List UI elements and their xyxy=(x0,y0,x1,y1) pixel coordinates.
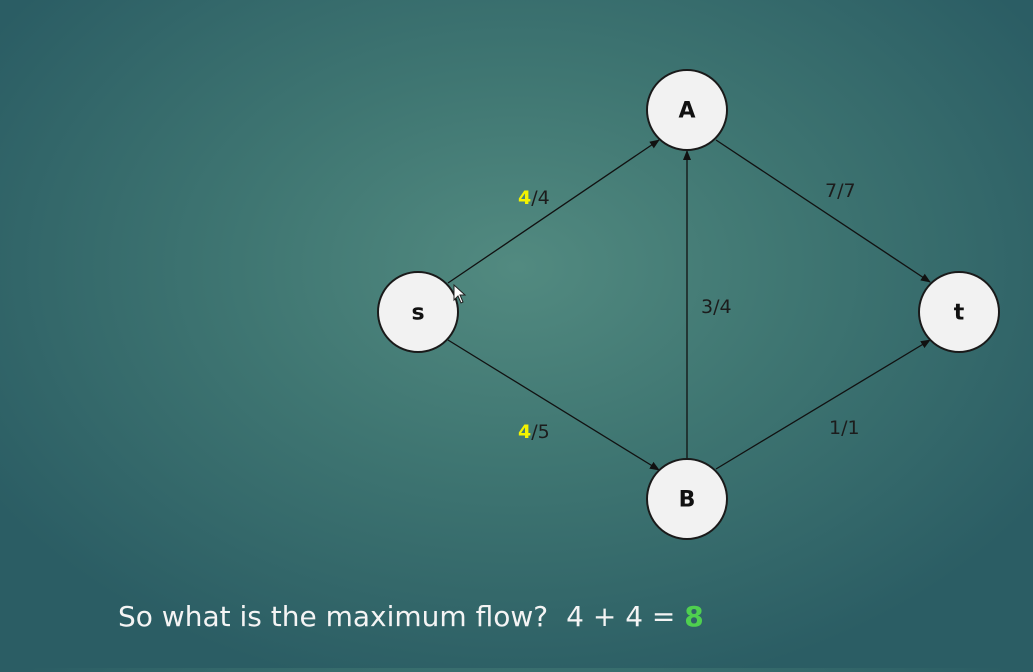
question-line: So what is the maximum flow? 4 + 4 = 8 xyxy=(118,600,704,633)
edge-label-b-a: 3/4 xyxy=(701,296,732,318)
node-s-label: s xyxy=(411,301,424,326)
node-b: B xyxy=(646,458,728,540)
edge-capacity-s-b: /5 xyxy=(531,421,550,443)
edge-flow-s-b: 4 xyxy=(518,421,531,443)
question-answer: 8 xyxy=(684,600,704,633)
mouse-pointer-icon xyxy=(453,284,467,304)
node-s: s xyxy=(377,271,459,353)
node-t-label: t xyxy=(954,301,965,326)
edge-s-a xyxy=(447,139,660,284)
edge-flow-s-a: 4 xyxy=(518,187,531,209)
edge-capacity-s-a: /4 xyxy=(531,187,550,209)
node-b-label: B xyxy=(679,488,696,513)
edge-label-a-t: 7/7 xyxy=(825,180,856,202)
node-a: A xyxy=(646,69,728,151)
edge-label-b-t: 1/1 xyxy=(829,417,860,439)
edge-label-s-a: 4/4 xyxy=(518,187,550,209)
edge-b-t xyxy=(715,339,931,470)
node-t: t xyxy=(918,271,1000,353)
question-equation: 4 + 4 = xyxy=(566,600,676,633)
edge-s-b xyxy=(447,339,660,471)
edge-label-s-b: 4/5 xyxy=(518,421,550,443)
edge-a-t xyxy=(715,139,931,283)
question-text: So what is the maximum flow? xyxy=(118,600,549,633)
node-a-label: A xyxy=(678,99,695,124)
